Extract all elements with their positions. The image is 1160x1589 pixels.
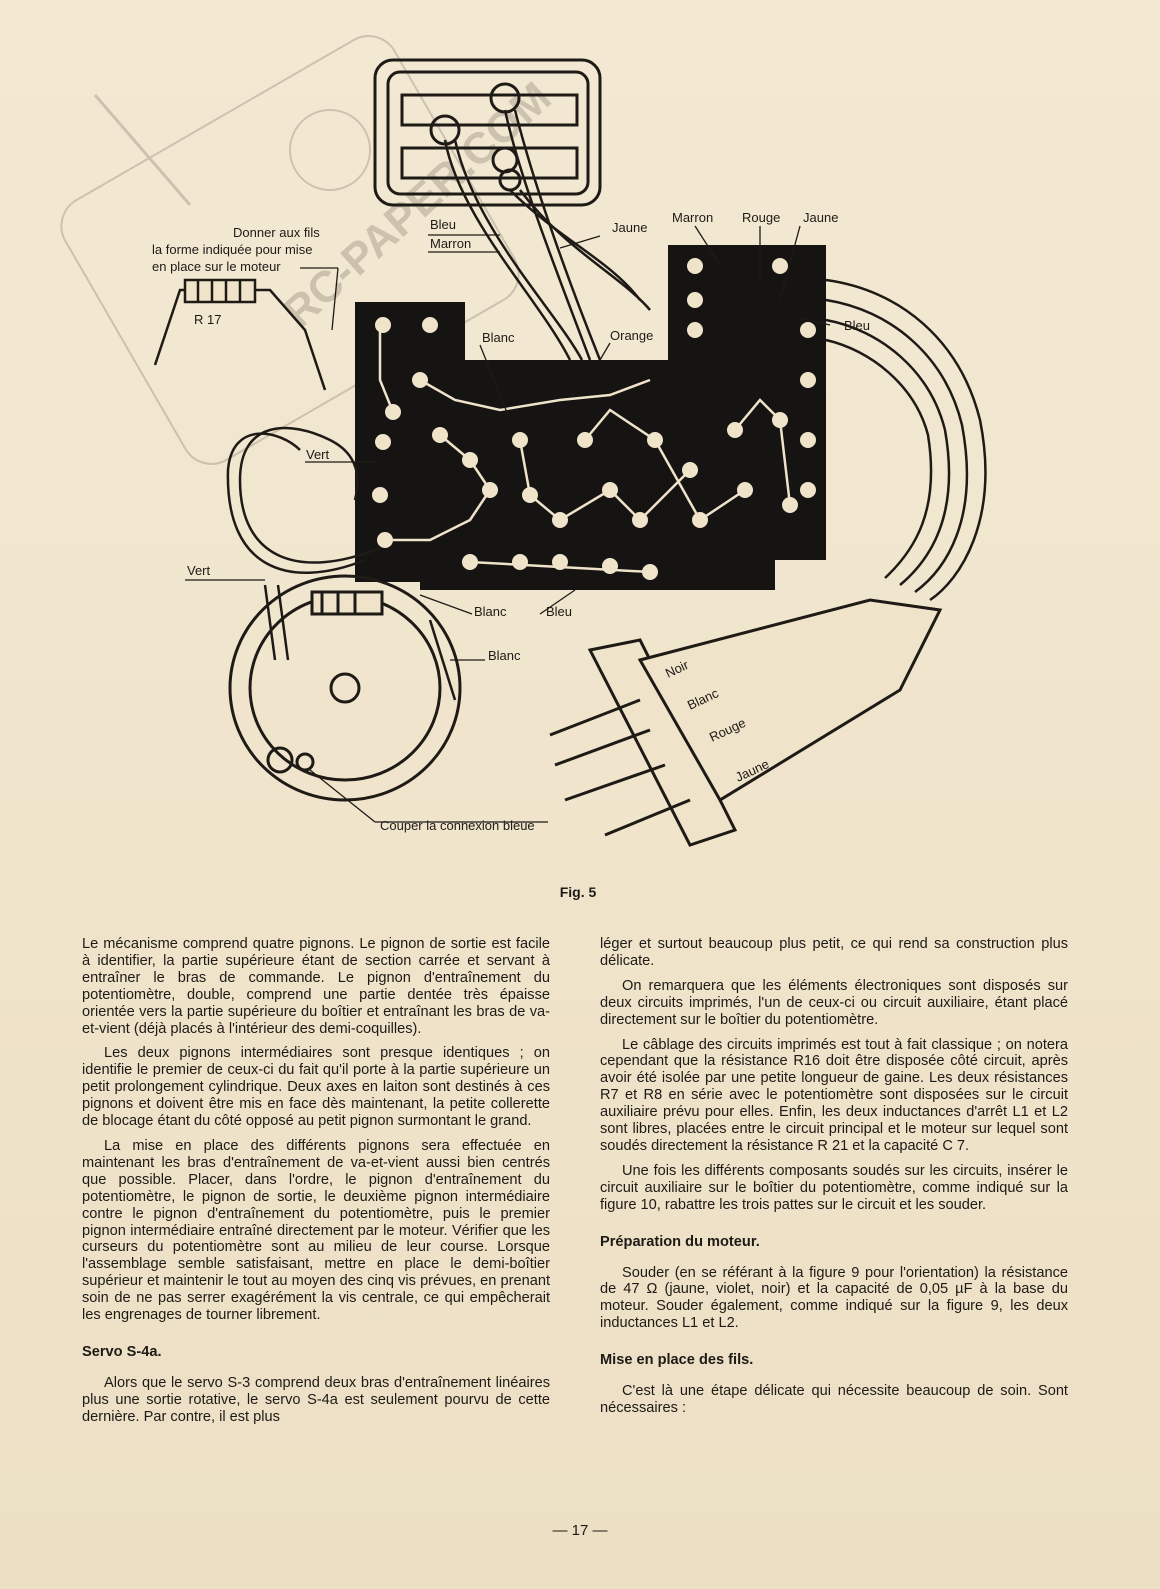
paragraph: Le câblage des circuits imprimés est tou… bbox=[600, 1036, 1068, 1154]
figure-caption: Fig. 5 bbox=[559, 884, 597, 900]
diagram-labels: Donner aux fils la forme indiquée pour m… bbox=[152, 210, 870, 833]
terminal-block bbox=[373, 58, 602, 207]
wiring-diagram: RC-PAPER.COM bbox=[60, 35, 987, 847]
paragraph: léger et surtout beaucoup plus petit, ce… bbox=[600, 936, 1068, 969]
wire-harness bbox=[226, 109, 987, 701]
paragraph: Les deux pignons intermédiaires sont pre… bbox=[82, 1045, 550, 1130]
label-r17: R 17 bbox=[194, 312, 221, 327]
label-orange: Orange bbox=[610, 328, 653, 343]
label-vert-mid: Vert bbox=[306, 447, 330, 462]
section-heading: Servo S-4a. bbox=[82, 1343, 162, 1360]
leader-lines bbox=[185, 225, 831, 823]
label-marron-right: Marron bbox=[672, 210, 713, 225]
label-bleu-right: Bleu bbox=[844, 318, 870, 333]
paragraph: C'est là une étape délicate qui nécessit… bbox=[600, 1383, 1068, 1416]
motor bbox=[228, 574, 462, 802]
label-couper: Couper la connexion bleue bbox=[380, 818, 535, 833]
label-blanc-top: Blanc bbox=[482, 330, 515, 345]
instruction-line-3: en place sur le moteur bbox=[152, 259, 281, 274]
label-rouge-right: Rouge bbox=[742, 210, 780, 225]
label-vert-left: Vert bbox=[187, 563, 211, 578]
section-heading: Préparation du moteur. bbox=[600, 1233, 760, 1250]
resistor-r17 bbox=[153, 278, 327, 391]
paragraph: Le mécanisme comprend quatre pignons. Le… bbox=[82, 936, 550, 1037]
label-blanc-bottom: Blanc bbox=[474, 604, 507, 619]
label-blanc-motor: Blanc bbox=[488, 648, 521, 663]
label-jaune-top: Jaune bbox=[612, 220, 647, 235]
label-jaune-right: Jaune bbox=[803, 210, 838, 225]
label-bleu-bottom: Bleu bbox=[546, 604, 572, 619]
label-bleu-top: Bleu bbox=[430, 217, 456, 232]
connector-plug bbox=[549, 598, 943, 847]
paragraph: On remarquera que les éléments électroni… bbox=[600, 977, 1068, 1028]
section-heading: Mise en place des fils. bbox=[600, 1352, 754, 1369]
paragraph: Souder (en se référant à la figure 9 pou… bbox=[600, 1264, 1068, 1332]
paragraph: Alors que le servo S-3 comprend deux bra… bbox=[82, 1374, 550, 1425]
left-column: Le mécanisme comprend quatre pignons. Le… bbox=[82, 936, 550, 1434]
instruction-line-2: la forme indiquée pour mise bbox=[152, 242, 312, 257]
main-pcb bbox=[355, 245, 826, 590]
paragraph: La mise en place des différents pignons … bbox=[82, 1137, 550, 1324]
instruction-line-1: Donner aux fils bbox=[233, 225, 320, 240]
right-column: léger et surtout beaucoup plus petit, ce… bbox=[600, 936, 1068, 1425]
page-number: — 17 — bbox=[552, 1522, 608, 1539]
paragraph: Une fois les différents composants soudé… bbox=[600, 1162, 1068, 1213]
label-marron-top: Marron bbox=[430, 236, 471, 251]
